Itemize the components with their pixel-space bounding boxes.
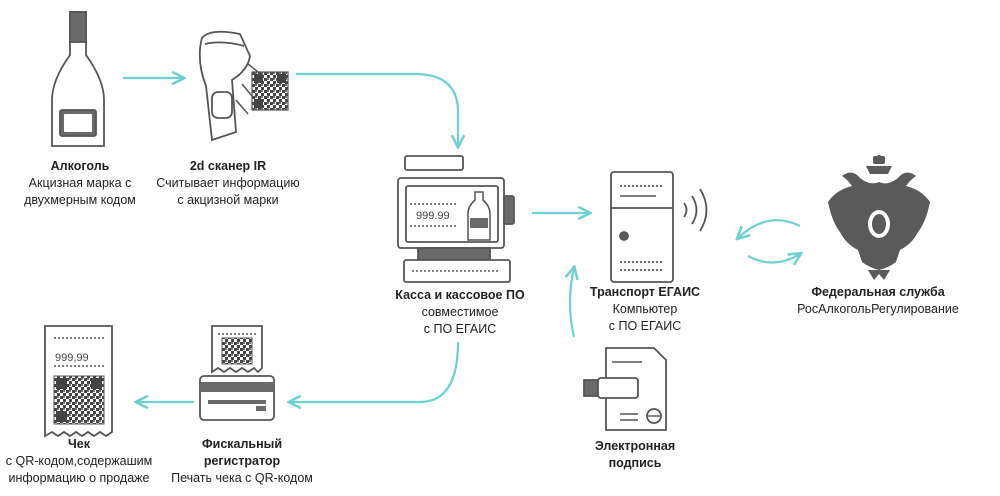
label-federal: Федеральная служба РосАлкогольРегулирова… [778,284,978,318]
pos-display-price: 999.99 [416,210,450,222]
label-scanner-title: 2d сканер IR [189,159,267,173]
label-transport-line-1: Компьютер [612,302,678,316]
label-pos-line-2: с ПО ЕГАИС [423,322,497,336]
label-alcohol-title: Алкоголь [50,159,110,173]
label-transport: Транспорт ЕГАИС Компьютер с ПО ЕГАИС [570,284,720,335]
label-receipt-line-2: информацию о продаже [8,471,150,485]
label-receipt-line-1: с QR-кодом,содержашим [5,454,153,468]
label-fiscal-line-1: регистратор [203,454,281,468]
label-fiscal-line-2: Печать чека с QR-кодом [171,471,313,485]
label-transport-line-2: с ПО ЕГАИС [608,319,682,333]
label-federal-line-1: РосАлкогольРегулирование [797,302,959,316]
label-scanner: 2d сканер IR Считывает информацию с акци… [148,158,308,209]
bottle-icon [51,11,105,147]
label-transport-title: Транспорт ЕГАИС [589,285,701,299]
label-fiscal-title: Фискальный [201,437,283,451]
excise-qr-code-icon [251,71,289,111]
electronic-signature-icon [583,347,667,431]
label-federal-title: Федеральная служба [811,285,945,299]
arrow-transport-to-federal [747,254,800,263]
arrow-scanner-to-pos [296,72,458,146]
label-signature: Электронная подпись [580,438,690,472]
scanner-icon [198,30,259,142]
arrow-federal-to-transport [738,219,801,238]
label-signature-line-1: подпись [608,456,662,470]
double-headed-eagle-icon [828,155,930,280]
label-alcohol: Алкоголь Акцизная марка с двухмерным код… [10,158,150,209]
label-pos-title: Касса и кассовое ПО [395,288,525,302]
label-scanner-line-1: Считывает информацию [156,176,300,190]
label-pos-line-1: совместимое [421,305,499,319]
receipt-price: 999,99 [55,352,89,364]
server-icon [610,171,674,283]
label-scanner-line-2: с акцизной марки [177,193,279,207]
receipt-qr-code-icon [53,375,105,425]
label-alcohol-line-1: Акцизная марка с [28,176,132,190]
printer-qr-code-icon [221,337,253,365]
label-alcohol-line-2: двухмерным кодом [24,193,136,207]
arrow-signature-to-transport [570,268,574,338]
label-receipt: Чек с QR-кодом,содержашим информацию о п… [0,436,158,487]
arrow-pos-to-fiscal [290,341,460,402]
label-pos: Касса и кассовое ПО совместимое с ПО ЕГА… [375,287,545,338]
flow-arrows [123,74,800,402]
pos-terminal-icon [397,155,515,283]
label-receipt-title: Чек [68,437,90,451]
label-fiscal: Фискальный регистратор Печать чека с QR-… [160,436,324,487]
label-signature-title: Электронная [594,439,676,453]
wireless-signal-icon [683,188,708,232]
